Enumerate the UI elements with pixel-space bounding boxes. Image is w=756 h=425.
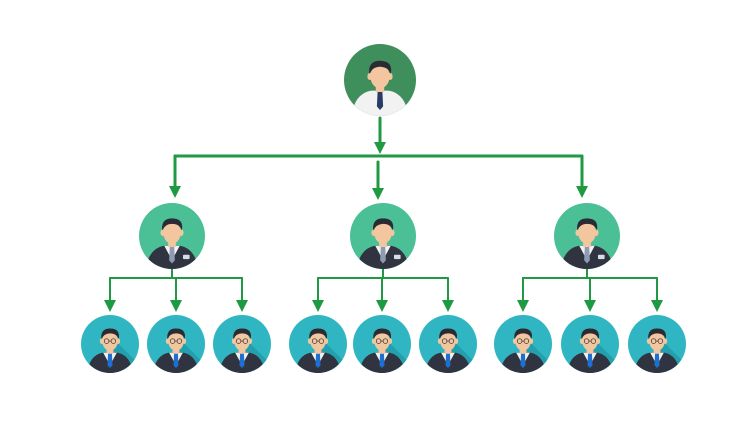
person-employee-icon-4 xyxy=(289,315,347,373)
person-employee-icon-3 xyxy=(213,315,271,373)
people-nodes xyxy=(81,44,686,373)
person-employee-icon-2 xyxy=(147,315,205,373)
person-employee-icon-8 xyxy=(561,315,619,373)
person-employee-icon-5 xyxy=(353,315,411,373)
person-manager-icon-2 xyxy=(350,203,416,269)
person-manager-icon-1 xyxy=(139,203,205,269)
connector-lines xyxy=(104,116,663,312)
person-employee-icon-7 xyxy=(494,315,552,373)
person-manager-icon-3 xyxy=(554,203,620,269)
person-employee-icon-9 xyxy=(628,315,686,373)
person-employee-icon-6 xyxy=(419,315,477,373)
person-employee-icon-1 xyxy=(81,315,139,373)
person-executive-icon xyxy=(344,44,416,116)
